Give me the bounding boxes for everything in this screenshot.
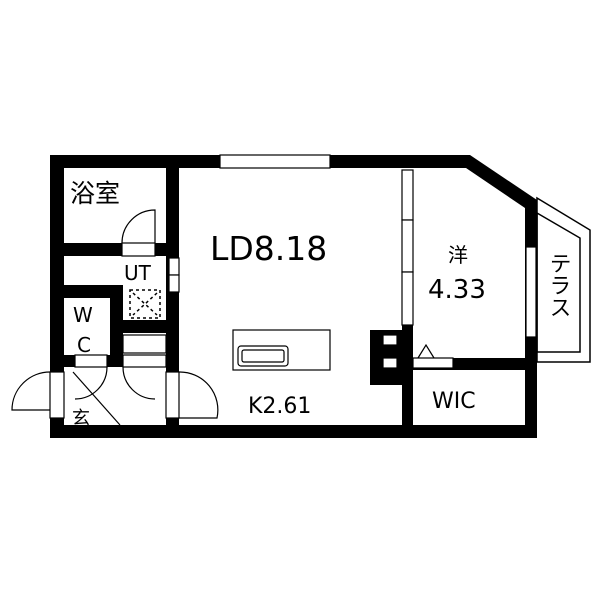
label-wc-c: C bbox=[77, 333, 91, 357]
label-ut: UT bbox=[124, 261, 152, 285]
label-entrance: 玄 bbox=[72, 408, 90, 429]
walls bbox=[50, 155, 537, 438]
label-wc-w: W bbox=[73, 303, 93, 327]
window-ld bbox=[219, 154, 331, 169]
label-kitchen: K2.61 bbox=[248, 394, 311, 419]
label-ld: LD8.18 bbox=[210, 229, 327, 268]
label-bath: 浴室 bbox=[70, 179, 120, 208]
doors bbox=[11, 209, 435, 426]
label-wic: WIC bbox=[432, 389, 476, 414]
washer-space bbox=[129, 289, 161, 319]
kitchen-counter bbox=[232, 329, 331, 371]
label-western-size: 4.33 bbox=[428, 275, 486, 305]
label-western: 洋 bbox=[448, 243, 468, 267]
window-western bbox=[525, 246, 537, 338]
openings bbox=[49, 154, 537, 419]
label-terrace: テラス bbox=[546, 252, 571, 318]
